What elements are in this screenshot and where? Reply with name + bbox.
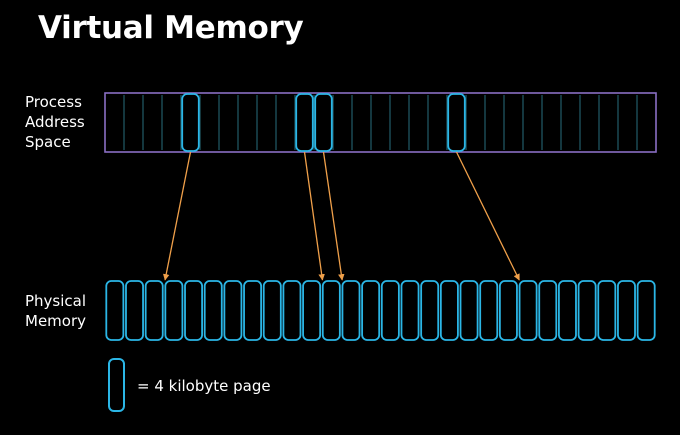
process-label-line: Process bbox=[25, 93, 82, 111]
physical-page bbox=[302, 280, 322, 341]
physical-memory-label: Physical Memory bbox=[25, 291, 86, 331]
physical-label-line: Memory bbox=[25, 312, 87, 330]
mapping-arrow bbox=[455, 151, 520, 281]
process-address-space-label: Process Address Space bbox=[25, 92, 85, 152]
physical-page bbox=[164, 280, 184, 341]
mapping-arrow bbox=[303, 151, 325, 281]
physical-page bbox=[262, 280, 282, 341]
physical-page bbox=[243, 280, 263, 341]
physical-page bbox=[617, 280, 636, 341]
physical-memory-strip bbox=[105, 280, 656, 341]
physical-page bbox=[223, 280, 243, 341]
physical-page bbox=[558, 280, 577, 341]
physical-page bbox=[184, 280, 203, 341]
physical-page bbox=[498, 280, 518, 341]
physical-label-line: Physical bbox=[25, 292, 87, 310]
mapping-arrow bbox=[322, 151, 345, 281]
physical-page bbox=[105, 280, 125, 341]
process-label-line: Address bbox=[25, 113, 85, 131]
physical-page bbox=[439, 280, 459, 341]
mapping-arrow bbox=[162, 151, 192, 281]
physical-page bbox=[577, 280, 597, 341]
physical-page bbox=[538, 280, 558, 341]
physical-page bbox=[321, 280, 341, 341]
physical-page bbox=[125, 280, 144, 341]
virtual-page-mapped bbox=[295, 93, 314, 152]
process-label-line: Space bbox=[25, 133, 71, 151]
process-address-space-strip bbox=[104, 92, 657, 153]
physical-page bbox=[400, 280, 420, 341]
page-legend-icon bbox=[108, 358, 125, 412]
virtual-page-mapped bbox=[447, 93, 466, 152]
virtual-page-mapped bbox=[181, 93, 200, 152]
physical-page bbox=[380, 280, 400, 341]
virtual-frame bbox=[104, 92, 657, 153]
physical-page bbox=[636, 280, 656, 341]
physical-page bbox=[282, 280, 302, 341]
physical-page bbox=[479, 280, 499, 341]
physical-page bbox=[420, 280, 440, 341]
physical-page bbox=[597, 280, 617, 341]
page-legend-text: = 4 kilobyte page bbox=[137, 377, 271, 395]
physical-page bbox=[361, 280, 381, 341]
virtual-page-mapped bbox=[314, 93, 333, 152]
physical-page bbox=[518, 280, 538, 341]
physical-page bbox=[459, 280, 479, 341]
physical-page bbox=[203, 280, 223, 341]
page-title: Virtual Memory bbox=[38, 10, 304, 46]
page-mapping-arrows bbox=[162, 151, 520, 281]
physical-page bbox=[341, 280, 361, 341]
physical-page bbox=[144, 280, 164, 341]
